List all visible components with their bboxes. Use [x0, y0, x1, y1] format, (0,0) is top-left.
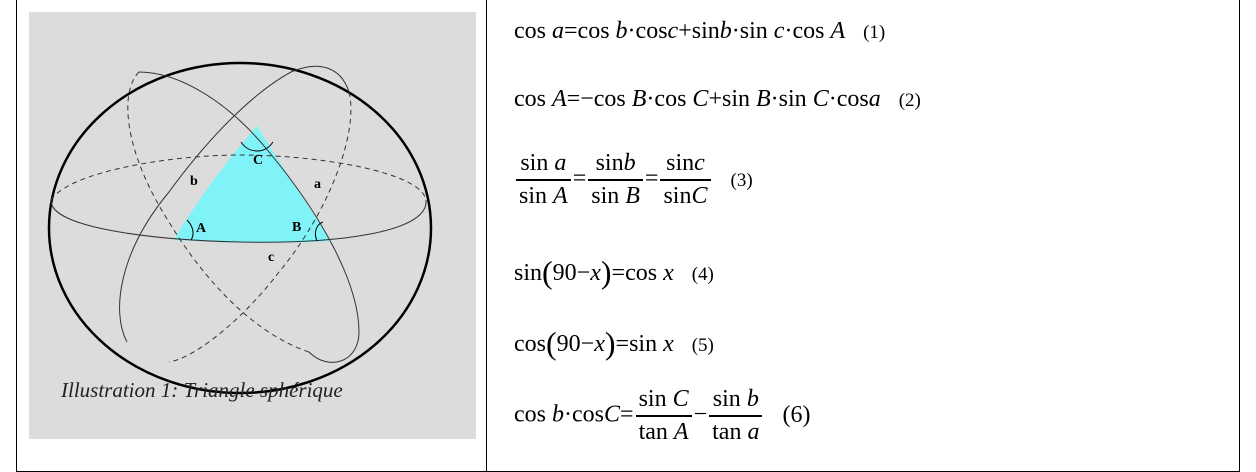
figure-caption: Illustration 1: Triangle sphérique [61, 378, 343, 402]
equation-number: (6) [782, 401, 811, 428]
label-C: C [253, 153, 263, 168]
equation-2: cos A=−cos B·cos C+sin B·sin C·cosa (2) [514, 86, 921, 112]
equation-number: (1) [863, 22, 886, 43]
equation-number: (3) [730, 169, 753, 191]
label-c: c [268, 250, 274, 265]
equation-number: (4) [691, 264, 714, 285]
column-divider [486, 0, 487, 472]
equation-4: sin(90−x)=cos x (4) [514, 254, 714, 290]
sphere-diagram: C b a A B c [47, 61, 433, 395]
label-B: B [292, 220, 301, 235]
label-A: A [196, 221, 207, 236]
label-a: a [314, 177, 321, 192]
spherical-triangle-figure: C b a A B c Illustration 1: Triangle sph… [29, 12, 476, 439]
triangle-area [174, 126, 331, 243]
equation-5: cos(90−x)=sin x (5) [514, 325, 714, 361]
equation-number: (5) [691, 335, 714, 356]
equation-number: (2) [898, 90, 921, 111]
equation-1: cos a=cos b·cosc+sinb·sin c·cos A (1) [514, 18, 886, 44]
label-b: b [190, 174, 198, 189]
